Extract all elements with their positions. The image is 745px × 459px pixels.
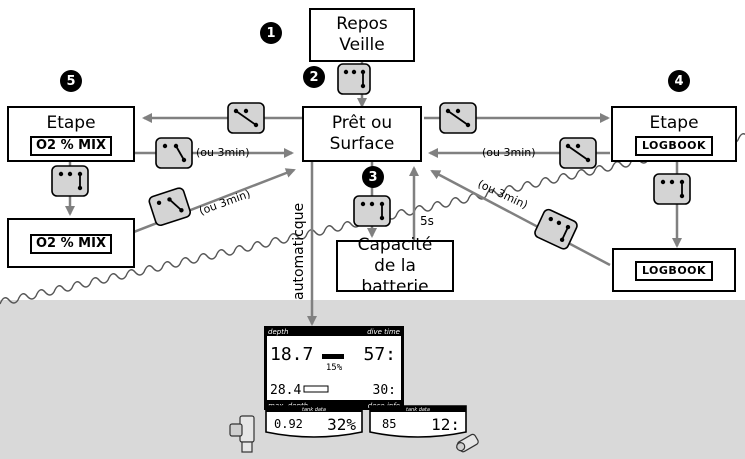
lcd-o2-bar xyxy=(322,354,344,359)
sub1-left-value: 0.92 xyxy=(274,417,303,431)
node-capacite-line1: Capacité xyxy=(357,234,433,255)
node-etape-log-title: Etape xyxy=(649,112,699,133)
lcd-o2-value: 15% xyxy=(326,363,343,373)
node-logbook: LOGBOOK xyxy=(612,248,736,292)
step-badge-1: 1 xyxy=(260,22,282,44)
node-etape-logbook: Etape LOGBOOK xyxy=(611,106,737,162)
sub2-right-value: 12: xyxy=(431,415,460,434)
dive-computer-display: depth dive time 18.7 57: 15% 28.4 30: ma… xyxy=(264,326,404,410)
node-pret-line1: Prêt ou xyxy=(331,113,393,133)
button-panel-icon xyxy=(51,165,89,197)
button-panel-icon xyxy=(534,208,578,250)
label-automatic: automaticque xyxy=(291,202,307,300)
lcd-deco-value: 30: xyxy=(373,383,396,398)
lcd-max-depth-value: 28.4 xyxy=(270,383,301,398)
node-repos-veille: Repos Veille xyxy=(309,8,415,62)
node-pret-line2: Surface xyxy=(329,134,395,154)
button-panel-icon xyxy=(559,137,597,169)
label-5s: 5s xyxy=(420,214,434,228)
o2-mix-tag: O2 % MIX xyxy=(30,135,112,156)
lcd-time-value: 57: xyxy=(363,344,396,365)
lcd-depth-label: depth xyxy=(268,328,288,336)
label-ou-3min-left: (ou 3min) xyxy=(196,146,250,159)
transmitter-icon xyxy=(229,415,255,453)
button-panel-icon xyxy=(439,102,477,134)
sub1-header: tank data xyxy=(302,407,326,413)
arrow-logbook-to-pret xyxy=(430,169,611,267)
label-ou-3min-right: (ou 3min) xyxy=(482,146,536,159)
node-capacite-line2: de la batterie xyxy=(361,255,429,297)
step-badge-2: 2 xyxy=(303,66,325,88)
node-repos-line1: Repos xyxy=(336,14,388,34)
transmitter-icon xyxy=(456,433,479,453)
button-panel-icon xyxy=(337,63,371,95)
button-panel-icon xyxy=(653,173,691,205)
node-pret-surface: Prêt ou Surface xyxy=(302,106,422,162)
step-badge-5: 5 xyxy=(60,70,82,92)
sub-display-2: tank data 85 12: xyxy=(369,405,467,438)
button-panel-icon xyxy=(353,195,391,227)
node-repos-line2: Veille xyxy=(339,35,385,55)
button-panel-icon xyxy=(227,102,265,134)
node-o2-mix: O2 % MIX xyxy=(7,218,135,268)
button-panel-icon xyxy=(148,187,192,227)
logbook-tag: LOGBOOK xyxy=(634,135,714,156)
node-capacite-batterie: Capacité de la batterie xyxy=(336,235,454,297)
lcd-depth-value: 18.7 xyxy=(270,344,313,365)
sub2-header: tank data xyxy=(406,407,430,413)
button-panel-icon xyxy=(155,137,193,169)
sub-display-1: tank data 0.92 32% xyxy=(265,405,363,438)
lcd-ascent-bar xyxy=(303,385,329,393)
logbook-tag-2: LOGBOOK xyxy=(634,261,714,281)
node-etape-o2-title: Etape xyxy=(46,112,96,133)
o2-mix-tag-2: O2 % MIX xyxy=(30,234,112,254)
arrow-o2-mix-to-pret xyxy=(107,168,296,244)
node-etape-o2: Etape O2 % MIX xyxy=(7,106,135,162)
sub1-right-value: 32% xyxy=(327,415,356,434)
sub2-left-value: 85 xyxy=(382,417,396,431)
step-badge-4: 4 xyxy=(668,70,690,92)
lcd-dive-time-label: dive time xyxy=(367,328,400,336)
step-badge-3: 3 xyxy=(362,166,384,188)
